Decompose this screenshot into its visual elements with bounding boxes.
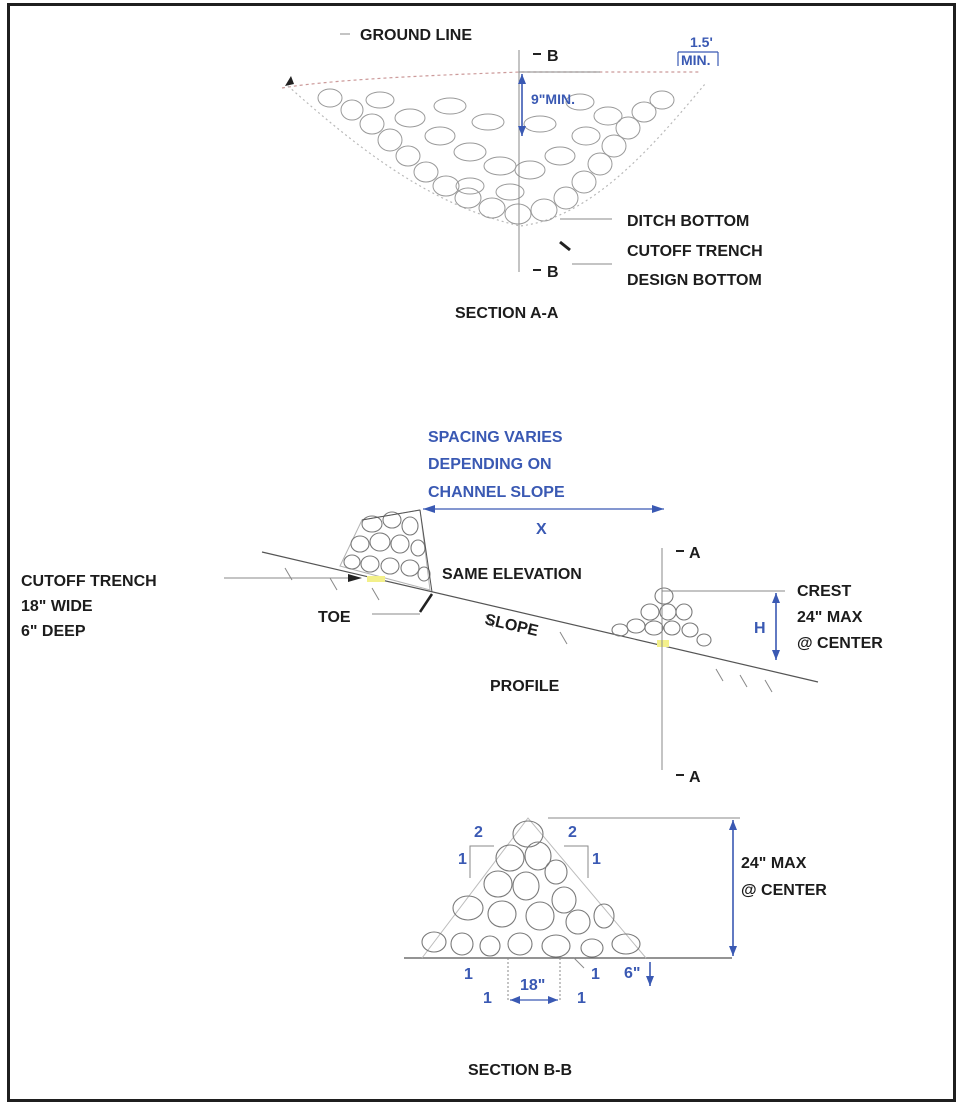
drawing-frame xyxy=(7,3,956,1102)
crest-label-line1: CREST xyxy=(797,583,851,600)
trench-depth-arrow xyxy=(646,976,654,986)
profile-trench-line1: CUTOFF TRENCH xyxy=(21,573,157,590)
depth-arrow-bottom xyxy=(518,126,526,136)
section-aa: GROUND LINE B B 1.5' MIN. 9"MIN. DITCH B… xyxy=(281,27,763,322)
trench-right-bevel xyxy=(573,957,585,969)
spacing-label-line1: SPACING VARIES xyxy=(428,429,563,446)
profile-title: PROFILE xyxy=(490,678,560,695)
cut-a-bottom-label: A xyxy=(689,769,701,786)
section-bb-height-arrow-top xyxy=(729,820,737,830)
trench-width-arrow-left xyxy=(510,996,520,1004)
width-min-label: MIN. xyxy=(681,52,711,68)
upstream-dam-face xyxy=(419,509,433,593)
section-bb: 2 1 2 1 1 1 1 1 24" MAX @ CENTER 6" 18" … xyxy=(404,817,827,1079)
upstream-dam-rocks xyxy=(343,511,431,582)
left-ratio-run: 2 xyxy=(474,824,483,841)
spacing-label-line3: CHANNEL SLOPE xyxy=(428,484,565,501)
toe-arrow xyxy=(418,593,434,613)
ground-line-arrow xyxy=(285,76,294,86)
trench-right-run: 1 xyxy=(591,966,600,983)
left-ratio-rise: 1 xyxy=(458,851,467,868)
right-ratio-guide xyxy=(564,845,589,878)
crest-label-line3: @ CENTER xyxy=(797,635,883,652)
trench-width-arrow-right xyxy=(548,996,558,1004)
section-aa-title: SECTION A-A xyxy=(455,305,559,322)
right-ratio-run: 2 xyxy=(568,824,577,841)
section-aa-channel-outline xyxy=(287,83,706,227)
cut-a-top-label: A xyxy=(689,545,701,562)
cut-b-top-label: B xyxy=(547,48,559,65)
channel-slope-line xyxy=(261,551,819,683)
spacing-arrow-left xyxy=(423,505,435,513)
ditch-bottom-label: DITCH BOTTOM xyxy=(627,213,749,230)
profile-trench-line3: 6" DEEP xyxy=(21,623,86,640)
width-value-label: 1.5' xyxy=(690,34,713,50)
h-label: H xyxy=(754,620,766,637)
downstream-dam-rocks xyxy=(611,587,712,647)
trench-label-line1: CUTOFF TRENCH xyxy=(627,243,763,260)
upstream-trench-marker xyxy=(367,576,385,582)
section-bb-rocks xyxy=(421,820,641,958)
h-arrow-top xyxy=(772,593,780,603)
trench-depth-label: 6" xyxy=(624,965,640,982)
section-aa-ground-line xyxy=(281,71,700,89)
section-aa-rock-fill xyxy=(317,88,675,225)
same-elevation-label: SAME ELEVATION xyxy=(442,566,582,583)
toe-label: TOE xyxy=(318,609,351,626)
crest-label-line2: 24" MAX xyxy=(797,609,863,626)
depth-arrow-top xyxy=(518,74,526,84)
slope-hatching xyxy=(284,567,773,693)
trench-right-rise: 1 xyxy=(577,990,586,1007)
downstream-trench-marker xyxy=(657,640,669,647)
trench-label-line2: DESIGN BOTTOM xyxy=(627,272,762,289)
profile-trench-line2: 18" WIDE xyxy=(21,598,93,615)
depth-label: 9"MIN. xyxy=(531,91,575,107)
trench-left-rise: 1 xyxy=(483,990,492,1007)
section-bb-title: SECTION B-B xyxy=(468,1062,572,1079)
profile-trench-arrow xyxy=(348,574,362,582)
spacing-arrow-right xyxy=(652,505,664,513)
section-bb-dam-outline xyxy=(421,817,647,959)
section-bb-height-line1: 24" MAX xyxy=(741,855,807,872)
ground-line-label: GROUND LINE xyxy=(360,27,472,44)
profile-view: SPACING VARIES DEPENDING ON CHANNEL SLOP… xyxy=(21,429,883,786)
slope-label: SLOPE xyxy=(483,611,540,640)
spacing-x-label: X xyxy=(536,521,547,538)
cut-b-bottom-label: B xyxy=(547,264,559,281)
trench-width-label: 18" xyxy=(520,977,545,994)
trench-left-run: 1 xyxy=(464,966,473,983)
upstream-dam-crest xyxy=(361,509,421,521)
section-bb-height-arrow-bottom xyxy=(729,946,737,956)
trench-arrow xyxy=(559,240,571,252)
left-ratio-guide xyxy=(469,845,494,878)
spacing-label-line2: DEPENDING ON xyxy=(428,456,552,473)
right-ratio-rise: 1 xyxy=(592,851,601,868)
section-bb-height-line2: @ CENTER xyxy=(741,882,827,899)
h-arrow-bottom xyxy=(772,650,780,660)
